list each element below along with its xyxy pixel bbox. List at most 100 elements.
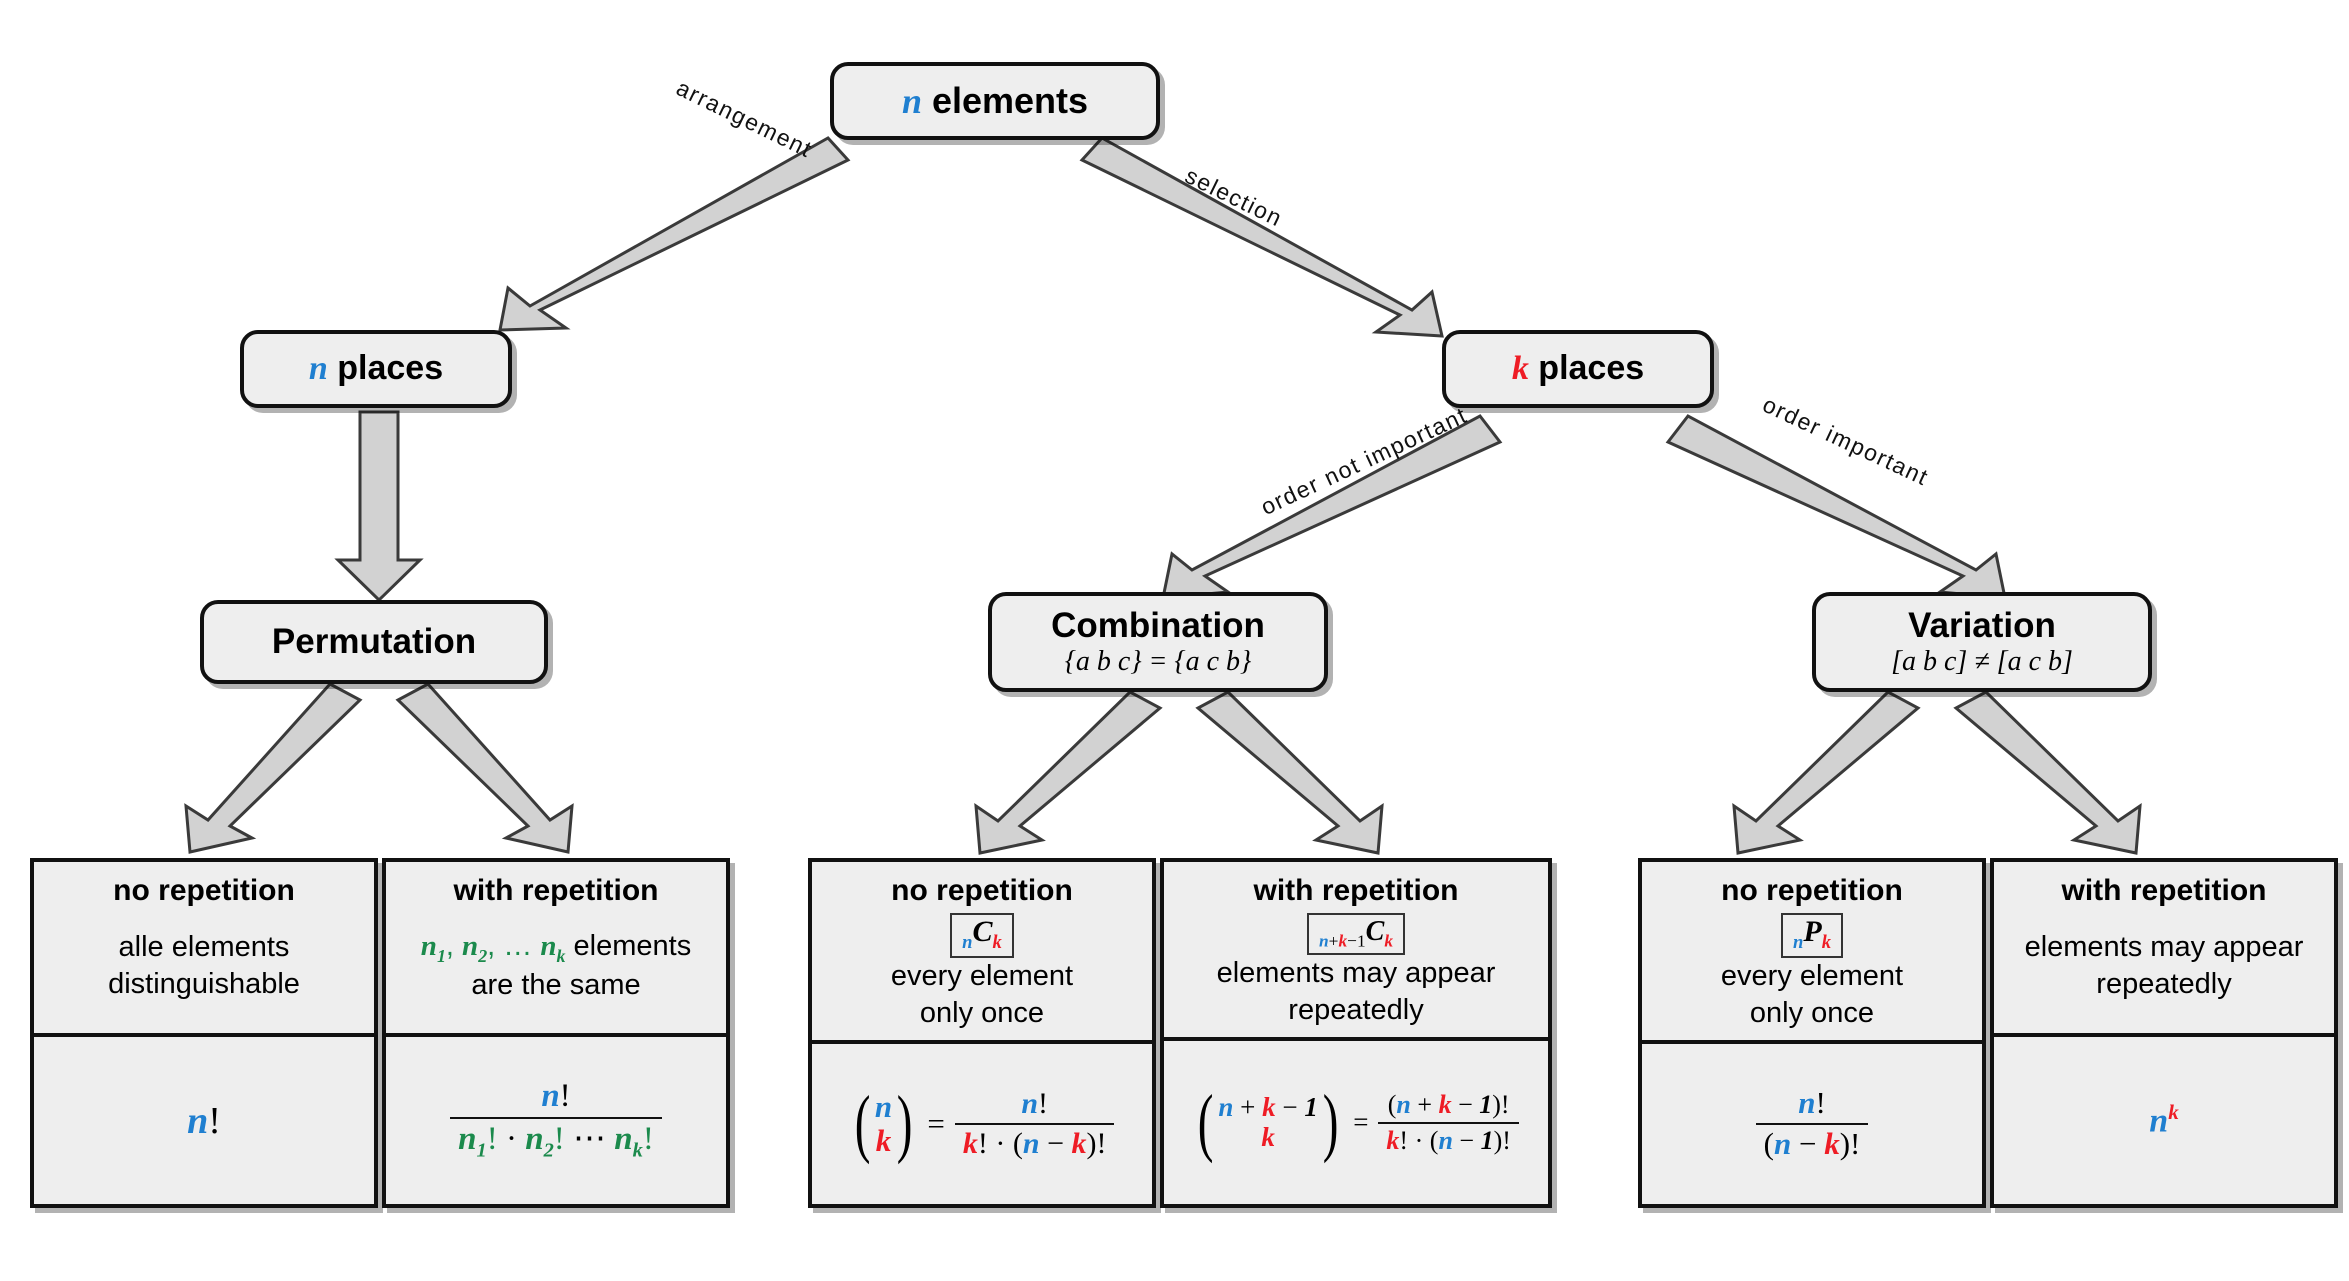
leaf-desc-line1: elements may appear: [2024, 930, 2304, 963]
symbol-nk: n: [614, 1121, 633, 1158]
leaf-description: n1, n2, … nk elements are the same: [421, 928, 691, 1005]
fraction-numerator: n!: [1013, 1087, 1056, 1123]
left-paren: (: [1012, 1126, 1023, 1160]
left-paren: (: [1387, 1090, 1397, 1120]
symbol-ellipsis: ⋯: [564, 1121, 615, 1158]
leaf-desc-line2: only once: [1749, 996, 1875, 1029]
symbol-k: k: [1824, 1125, 1840, 1161]
symbol-n: n: [1438, 1125, 1453, 1155]
right-paren: ): [1322, 1079, 1339, 1164]
node-variation[interactable]: Variation [a b c] ≠ [a c b]: [1812, 592, 2152, 692]
fraction-numerator: n!: [533, 1078, 578, 1117]
fraction-numerator: (n + k − 1)!: [1380, 1090, 1518, 1121]
fraction-denominator: (n − k)!: [1755, 1122, 1869, 1162]
right-paren: ): [1086, 1126, 1097, 1160]
symbol-factorial: !: [1850, 1125, 1861, 1161]
leaf-desc-line2: only once: [919, 996, 1045, 1029]
symbol-n: n: [1218, 1092, 1234, 1123]
left-paren: (: [854, 1081, 871, 1166]
leaf-head: with repetition: [453, 874, 659, 907]
formula-n-to-the-k: nk: [2149, 1100, 2178, 1140]
symbol-n: n: [1319, 931, 1329, 951]
symbol-n: n: [1773, 1125, 1792, 1161]
leaf-formula-cell: n! n1! · n2! ⋯ nk!: [386, 1037, 726, 1204]
leaf-permutation-with-repetition[interactable]: with repetition n1, n2, … nk elements ar…: [382, 858, 730, 1208]
leaf-variation-no-repetition[interactable]: no repetition nPk every element only onc…: [1638, 858, 1986, 1208]
node-k-places[interactable]: k places: [1442, 330, 1714, 408]
arrow-n-places-to-permutation: [334, 410, 424, 603]
symbol-minus: −: [1347, 931, 1357, 951]
node-root-n-elements[interactable]: n elements: [830, 62, 1160, 140]
leaf-desc-line2: distinguishable: [108, 968, 300, 1000]
right-paren: ): [1492, 1090, 1501, 1120]
symbol-k: k: [962, 1126, 978, 1160]
symbol-plus: +: [1233, 1092, 1263, 1123]
right-paren: ): [896, 1081, 913, 1166]
leaf-desc-line1: elements may appear: [1216, 956, 1496, 989]
symbol-n: n: [2149, 1102, 2169, 1140]
arrow-variation-to-var-no-rep: [1732, 690, 1921, 855]
leaf-permutation-no-repetition[interactable]: no repetition alle elements distinguisha…: [30, 858, 378, 1208]
notation-nCk: nCk: [950, 913, 1014, 958]
symbol-one: 1: [1479, 1090, 1493, 1120]
binomial-n-plus-k-minus-1-choose-k: ( n + k − 1 k ): [1193, 1079, 1343, 1164]
symbol-one: 1: [1304, 1092, 1318, 1123]
node-k-places-label: k places: [1512, 350, 1644, 387]
symbol-factorial: !: [1502, 1125, 1511, 1155]
node-combination[interactable]: Combination {a b c} = {a c b}: [988, 592, 1328, 692]
node-permutation-title: Permutation: [271, 621, 477, 661]
symbol-n: n: [1022, 1126, 1040, 1160]
leaf-top-cell: no repetition nCk every element only onc…: [812, 862, 1152, 1044]
symbol-sub-2: 2: [478, 945, 488, 966]
symbol-k: k: [1338, 931, 1348, 951]
leaf-formula-cell: n! (n − k)!: [1642, 1044, 1982, 1204]
binomial-stack: n + k − 1 k: [1218, 1093, 1318, 1151]
binomial-n-choose-k: ( n k ): [850, 1081, 918, 1166]
arrow-permutation-to-perm-no-rep: [184, 682, 363, 854]
symbol-one: 1: [1480, 1125, 1494, 1155]
symbol-k: k: [1071, 1126, 1087, 1160]
symbol-n: n: [1793, 932, 1804, 953]
leaf-desc-word: elements: [573, 929, 692, 962]
binomial-top: n + k − 1: [1218, 1093, 1318, 1122]
leaf-description: elements may appear repeatedly: [1217, 955, 1496, 1029]
node-n-places[interactable]: n places: [240, 330, 512, 408]
symbol-factorial: !: [208, 1099, 221, 1142]
leaf-variation-with-repetition[interactable]: with repetition elements may appear repe…: [1990, 858, 2338, 1208]
arrow-root-to-n-places: [498, 136, 851, 332]
symbol-equals: =: [1353, 1107, 1369, 1138]
leaf-formula-cell: ( n k ) = n! k! · (n − k)!: [812, 1044, 1152, 1204]
leaf-combination-no-repetition[interactable]: no repetition nCk every element only onc…: [808, 858, 1156, 1208]
symbol-k: k: [1821, 932, 1831, 953]
symbol-n: n: [1396, 1090, 1411, 1120]
symbol-factorial: !: [1038, 1087, 1049, 1121]
symbol-n: n: [1798, 1085, 1816, 1121]
left-paren: (: [1763, 1125, 1774, 1161]
formula-multiset-permutation: n! n1! · n2! ⋯ nk!: [450, 1078, 662, 1162]
leaf-desc-line1: n1, n2, … nk elements: [421, 928, 691, 968]
node-permutation[interactable]: Permutation: [200, 600, 548, 684]
symbol-dot: ·: [497, 1121, 526, 1158]
symbol-n2: n: [525, 1121, 544, 1158]
left-paren: (: [1429, 1125, 1439, 1155]
symbol-equals: =: [927, 1105, 945, 1141]
node-variation-title: Variation: [1908, 606, 2056, 646]
leaf-desc-line2: repeatedly: [1288, 994, 1424, 1027]
symbol-sub-1: 1: [436, 945, 446, 966]
leaf-desc-line1: every element: [890, 959, 1074, 992]
formula-n-factorial: n!: [187, 1099, 221, 1143]
symbol-factorial: !: [1815, 1085, 1826, 1121]
symbol-k: k: [1261, 1121, 1275, 1152]
edge-label-selection: selection: [1181, 162, 1288, 232]
symbol-dot: ·: [987, 1126, 1013, 1160]
symbol-P: P: [1803, 915, 1822, 948]
symbol-factorial: !: [1399, 1125, 1409, 1155]
leaf-combination-with-repetition[interactable]: with repetition n+k−1Ck elements may app…: [1160, 858, 1552, 1208]
symbol-n1: n: [458, 1121, 477, 1158]
symbol-n: n: [874, 1089, 893, 1125]
leaf-top-cell: with repetition elements may appear repe…: [1994, 862, 2334, 1037]
symbol-k: k: [1262, 1092, 1276, 1123]
arrow-root-to-k-places: [1079, 136, 1444, 338]
symbol-n: n: [308, 350, 328, 388]
